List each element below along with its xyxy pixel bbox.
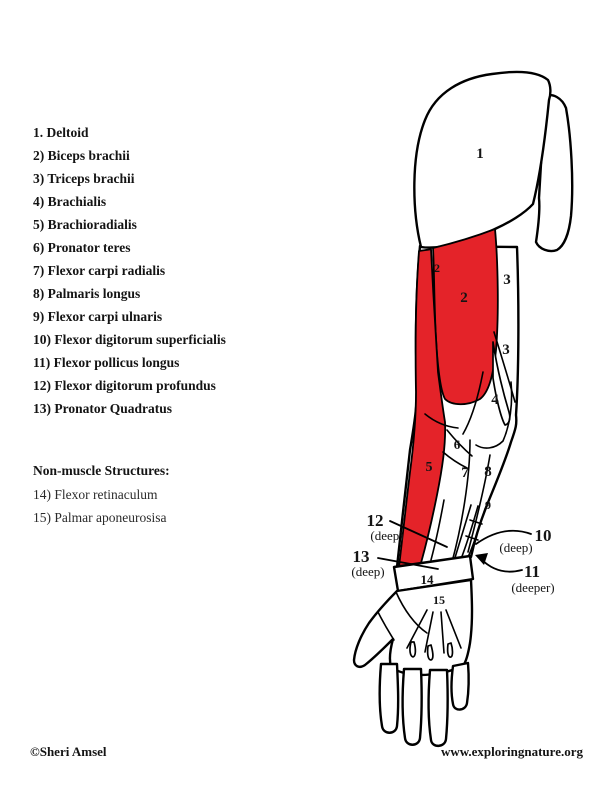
deltoid-shape <box>413 70 552 249</box>
legend-item-brachialis: 4) Brachialis <box>33 194 107 209</box>
legend-item-palmar-aponeurosis: 15) Palmar aponeurosisa <box>33 510 167 525</box>
brachialis-left-line <box>462 371 484 435</box>
legend-item-triceps: 3) Triceps brachii <box>33 171 135 186</box>
wrist-tendon-tick-1 <box>469 519 483 525</box>
label-palmar-aponeurosis-15: 15 <box>433 593 445 607</box>
palm-crease-line <box>395 591 428 634</box>
aponeurosis-slot-2 <box>426 644 434 661</box>
label-brachialis-4: 4 <box>491 392 499 408</box>
wrist-tendon-tick-2 <box>465 535 479 541</box>
palm-shape <box>352 578 474 677</box>
label-fpl-depth: (deeper) <box>511 580 554 595</box>
non-muscle-list: 14) Flexor retinaculum 15) Palmar aponeu… <box>33 483 166 529</box>
label-palmaris-longus-8: 8 <box>484 464 492 480</box>
finger-pinky <box>450 661 470 711</box>
label-pronator-quadratus-13: 13 <box>353 547 370 566</box>
website-url: www.exploringnature.org <box>440 744 583 759</box>
label-flexor-carpi-radialis-7: 7 <box>461 465 469 481</box>
thumb-crease-line <box>377 611 395 641</box>
finger-ring <box>427 668 449 748</box>
biceps-muscle-shape <box>432 228 499 406</box>
legend-item-flexor-carpi-ulnaris: 9) Flexor carpi ulnaris <box>33 309 163 324</box>
legend-item-flexor-pollicus-longus: 11) Flexor pollicus longus <box>33 355 180 370</box>
aponeurosis-fan-line-2 <box>424 611 434 653</box>
wrist-tendon-line-2 <box>460 505 479 560</box>
legend-item-brachioradialis: 5) Brachioradialis <box>33 217 137 232</box>
legend-item-flexor-digitorum-profundus: 12) Flexor digitorum profundus <box>33 378 216 393</box>
legend-item-flexor-digitorum-superficialis: 10) Flexor digitorum superficialis <box>33 332 226 347</box>
author-credit: ©Sheri Amsel <box>30 744 107 759</box>
label-biceps-2: 2 <box>460 290 468 306</box>
legend-item-palmaris-longus: 8) Palmaris longus <box>33 286 141 301</box>
label-triceps-3-upper: 3 <box>503 272 511 288</box>
arrow-curve-11 <box>480 558 523 573</box>
aponeurosis-fan-line-3 <box>440 611 445 654</box>
label-fdp-12: 12 <box>367 511 384 530</box>
label-fpl-11: 11 <box>524 562 540 581</box>
label-biceps-2-small: 2 <box>434 261 440 275</box>
muscle-legend: 1. Deltoid 2) Biceps brachii 3) Triceps … <box>33 121 333 420</box>
elbow-crease-line <box>424 413 459 429</box>
label-flexor-retinaculum-14: 14 <box>421 572 435 587</box>
forearm-divider-8-9 <box>467 454 491 553</box>
wrist-tendon-line-3 <box>467 508 486 558</box>
finger-index <box>378 662 400 734</box>
pronator-teres-line-2 <box>442 451 468 469</box>
label-fds-depth: (deep) <box>499 540 532 555</box>
legend-item-flexor-carpi-radialis: 7) Flexor carpi radialis <box>33 263 166 278</box>
brachioradialis-muscle-shape <box>398 248 447 568</box>
non-muscle-heading: Non-muscle Structures: <box>33 463 170 478</box>
leader-curve-10 <box>475 530 532 545</box>
label-triceps-3-lower: 3 <box>502 342 510 358</box>
aponeurosis-slot-1 <box>409 641 417 658</box>
forearm-divider-7-8 <box>451 439 471 563</box>
label-pronator-teres-6: 6 <box>454 437 461 452</box>
legend-item-biceps: 2) Biceps brachii <box>33 148 130 163</box>
label-pq-depth: (deep) <box>351 564 384 579</box>
legend-item-pronator-teres: 6) Pronator teres <box>33 240 131 255</box>
legend-item-flexor-retinaculum: 14) Flexor retinaculum <box>33 487 158 502</box>
brachialis-right-line <box>475 381 513 449</box>
arrowhead-11 <box>475 553 488 565</box>
leader-line-13 <box>377 557 439 570</box>
label-flexor-carpi-ulnaris-9: 9 <box>485 498 491 512</box>
finger-middle <box>401 667 423 746</box>
aponeurosis-slot-3 <box>446 642 454 658</box>
label-brachioradialis-5: 5 <box>426 460 433 475</box>
leader-line-12 <box>389 520 448 548</box>
label-deltoid-1: 1 <box>476 146 484 162</box>
legend-item-deltoid: 1. Deltoid <box>33 125 89 140</box>
label-fds-10: 10 <box>535 526 552 545</box>
label-fdp-depth: (deep) <box>370 528 403 543</box>
deep-tendon-line <box>430 499 445 561</box>
triceps-divider-line <box>493 331 516 403</box>
legend-item-pronator-quadratus: 13) Pronator Quadratus <box>33 401 173 416</box>
aponeurosis-fan-line-4 <box>445 609 462 649</box>
wrist-tendon-line-1 <box>453 504 472 562</box>
